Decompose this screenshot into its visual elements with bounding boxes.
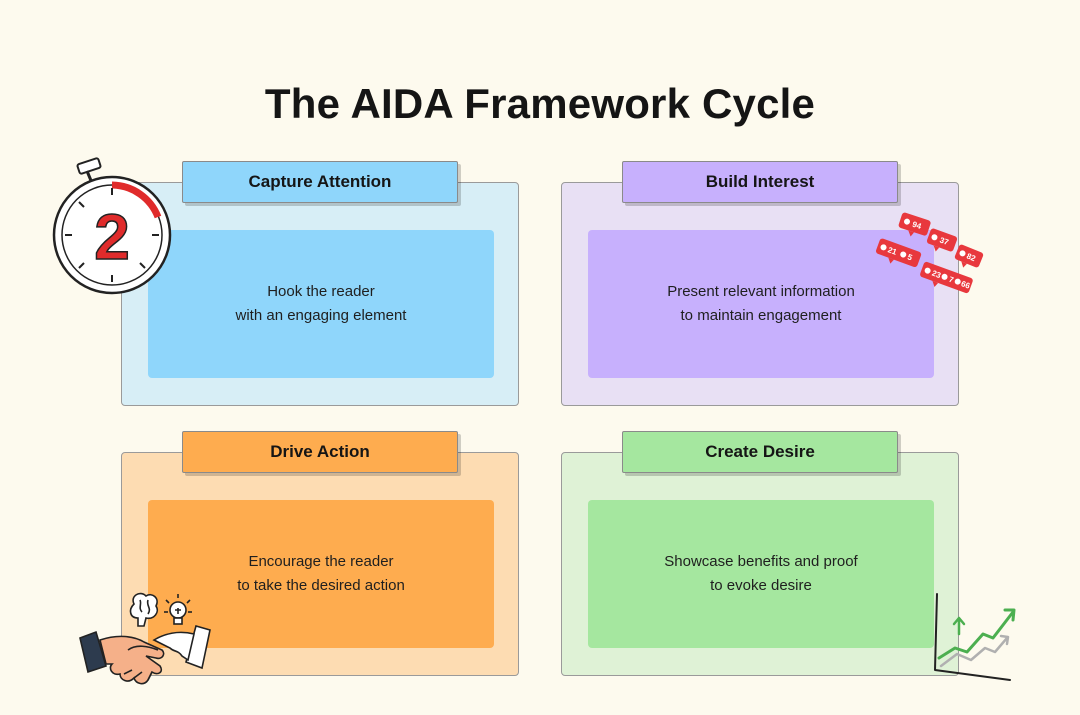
card-text-line: with an engaging element bbox=[235, 307, 407, 324]
card-text-line: to maintain engagement bbox=[680, 307, 842, 324]
badge-count: 23 bbox=[931, 269, 943, 281]
card-text-line: to take the desired action bbox=[237, 577, 405, 594]
stopwatch-icon: 2 bbox=[52, 157, 172, 295]
card-body: Present relevant information to maintain… bbox=[588, 230, 934, 378]
card-create-desire: Showcase benefits and proof to evoke des… bbox=[561, 452, 959, 676]
card-text-line: Present relevant information bbox=[667, 283, 855, 300]
badge-count: 5 bbox=[906, 252, 914, 262]
card-text-line: Encourage the reader bbox=[248, 553, 394, 570]
social-badges-icon: 94 37 82 21 5 23 7 bbox=[875, 212, 984, 294]
card-text-line: Hook the reader bbox=[267, 283, 375, 300]
card-body: Showcase benefits and proof to evoke des… bbox=[588, 500, 934, 648]
badge-count: 66 bbox=[960, 279, 972, 291]
card-build-interest: Present relevant information to maintain… bbox=[561, 182, 959, 406]
page-title: The AIDA Framework Cycle bbox=[264, 80, 816, 127]
card-body: Encourage the reader to take the desired… bbox=[148, 500, 494, 648]
stage-label-build-interest: Build Interest bbox=[622, 161, 898, 203]
stage-label-create-desire: Create Desire bbox=[622, 431, 898, 473]
handshake-icon bbox=[79, 592, 211, 685]
growth-chart-icon bbox=[934, 593, 1016, 681]
card-body: Hook the reader with an engaging element bbox=[148, 230, 494, 378]
badge-count: 7 bbox=[948, 275, 956, 285]
card-capture-attention: Hook the reader with an engaging element bbox=[121, 182, 519, 406]
stage-label-drive-action: Drive Action bbox=[182, 431, 458, 473]
timer-digit: 2 bbox=[94, 201, 130, 273]
card-text-line: Showcase benefits and proof bbox=[664, 553, 858, 570]
card-text-line: to evoke desire bbox=[710, 577, 812, 594]
badge-count: 82 bbox=[965, 252, 977, 264]
badge-count: 94 bbox=[911, 220, 923, 231]
badge-count: 37 bbox=[938, 236, 950, 248]
stage-label-capture-attention: Capture Attention bbox=[182, 161, 458, 203]
badge-count: 21 bbox=[887, 245, 899, 257]
